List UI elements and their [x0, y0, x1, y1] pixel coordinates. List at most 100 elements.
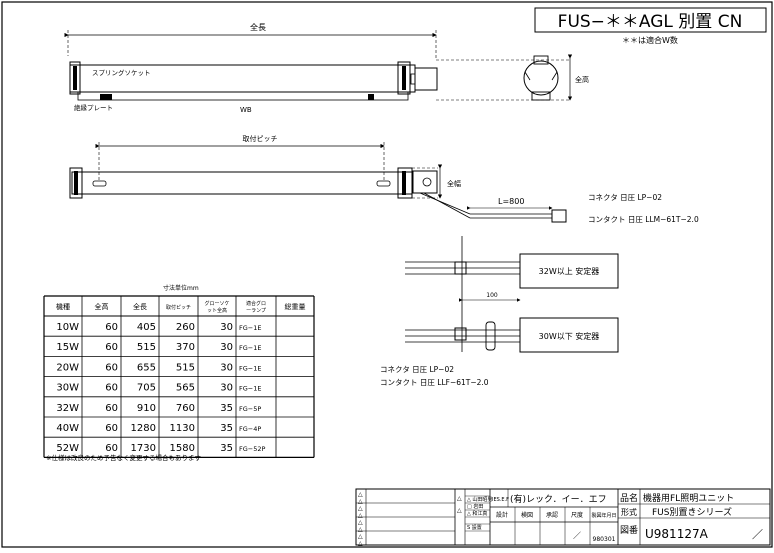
- revision-triangle: △: [358, 505, 363, 512]
- table-header-cont: ット全高: [207, 307, 227, 314]
- label-overall-height: 全高: [575, 75, 589, 84]
- table-header: 取付ピッチ: [166, 304, 191, 311]
- table-header: グローソケ: [204, 300, 229, 307]
- table-header: 適合グロ: [246, 300, 266, 307]
- revision-triangle: △: [358, 519, 363, 526]
- svg-text:形式: 形式: [621, 507, 637, 517]
- revision-triangle: △: [358, 498, 363, 505]
- table-cell: 655: [137, 362, 156, 373]
- label-spring-socket: スプリングソケット: [92, 68, 151, 77]
- date-value: 980301: [593, 536, 616, 543]
- table-header: 全高: [95, 302, 109, 311]
- svg-text:承認: 承認: [546, 511, 558, 519]
- table-cell: FG−1E: [239, 364, 261, 372]
- table-cell: 370: [176, 342, 195, 353]
- svg-text:製図年月日: 製図年月日: [591, 512, 616, 519]
- table-cell: FG−4P: [239, 425, 261, 433]
- table-cell: 1730: [131, 443, 156, 454]
- table-cell: 30: [220, 383, 233, 394]
- svg-text:△ 和江真: △ 和江真: [467, 510, 487, 517]
- table-cell: 20W: [56, 362, 79, 373]
- table-cell: 32W: [56, 403, 79, 414]
- end-view: 全高: [523, 54, 589, 101]
- table-header-cont: ーランプ: [246, 308, 266, 314]
- revision-triangle: △: [358, 533, 363, 540]
- table-cell: 910: [137, 403, 156, 414]
- table-cell: 35: [220, 443, 233, 454]
- svg-text:△ 山田昭男: △ 山田昭男: [467, 496, 492, 503]
- label-contact-bottom: コンタクト 日圧 LLF−61T−2.0: [380, 378, 489, 387]
- label-cable-length: L=800: [498, 197, 524, 206]
- table-cell: 35: [220, 403, 233, 414]
- table-header: 総重量: [285, 302, 306, 311]
- label-connector-top: コネクタ 日圧 LP−02: [588, 193, 662, 202]
- svg-text:S 設置: S 設置: [467, 524, 482, 531]
- svg-text:△: △: [457, 495, 462, 502]
- plan-view: 取付ピッチ 全幅 L=800 コネクタ 日圧 LP−02 コンタクト 日圧 LL…: [69, 134, 699, 224]
- table-cell: 15W: [56, 342, 79, 353]
- table-cell: 60: [105, 383, 118, 394]
- table-cell: 30: [220, 342, 233, 353]
- label-ballast-30w: 30W以下 安定器: [539, 331, 600, 341]
- label-overall-length: 全長: [250, 22, 266, 32]
- table-cell: 705: [137, 383, 156, 394]
- ballast-wiring: 32W以上 安定器 100 30W以下 安定器 コネクタ 日圧 LP−02 コン…: [380, 236, 619, 387]
- drawing-title: FUS−＊＊AGL 別置 CN: [558, 12, 743, 32]
- label-insulation-plate: 絶縁プレート: [74, 103, 113, 112]
- table-cell: 60: [105, 322, 118, 333]
- label-dim-100: 100: [486, 292, 498, 299]
- table-cell: 60: [105, 403, 118, 414]
- drawing-subtitle: ＊＊は適合W数: [622, 35, 678, 45]
- table-cell: 760: [176, 403, 195, 414]
- table-cell: 515: [176, 362, 195, 373]
- table-cell: 1580: [170, 443, 195, 454]
- table-cell: 30W: [56, 383, 79, 394]
- label-contact-top: コンタクト 日圧 LLM−61T−2.0: [588, 215, 699, 224]
- table-cell: FG−1E: [239, 324, 261, 332]
- revision-mark: ／: [752, 528, 763, 541]
- spec-table: 寸法単位mm 機種全高全長取付ピッチグローソケット全高適合グローランプ総重量10…: [43, 284, 315, 462]
- company-name: (有)レック．イー．エフ: [510, 493, 607, 505]
- table-cell: FG−1E: [239, 344, 261, 352]
- table-cell: FG−52P: [239, 445, 265, 453]
- table-cell: 60: [105, 423, 118, 434]
- table-cell: 60: [105, 362, 118, 373]
- svg-text:△: △: [457, 507, 462, 514]
- revision-triangle: △: [358, 512, 363, 519]
- label-ballast-32w: 32W以上 安定器: [539, 266, 600, 276]
- table-cell: 10W: [56, 322, 79, 333]
- table-cell: 405: [137, 322, 156, 333]
- svg-text:品名: 品名: [620, 492, 638, 504]
- svg-text:設計: 設計: [496, 511, 508, 519]
- table-header: 全長: [133, 302, 147, 311]
- revision-triangle: △: [358, 526, 363, 533]
- table-cell: 30: [220, 362, 233, 373]
- revision-triangle: △: [358, 540, 363, 547]
- label-mount-pitch: 取付ピッチ: [243, 134, 278, 143]
- title-box: [534, 7, 767, 33]
- drawing-number: U981127A: [645, 527, 709, 541]
- table-cell: 60: [105, 342, 118, 353]
- table-caption: 寸法単位mm: [163, 284, 199, 292]
- table-cell: 515: [137, 342, 156, 353]
- front-elevation-view: 全長 スプリングソケット 絶縁プレート WB: [64, 22, 570, 114]
- svg-text:図番: 図番: [620, 524, 638, 536]
- title-block: △ △ △ 山田昭男 □ 岩田 △ 和江真 S 設置 △△△△△△△△ IES.…: [355, 488, 771, 547]
- label-connector-bottom: コネクタ 日圧 LP−02: [380, 365, 454, 374]
- product-series: FUS別置きシリーズ: [652, 506, 732, 518]
- table-cell: 60: [105, 443, 118, 454]
- table-cell: 35: [220, 423, 233, 434]
- revision-triangle: △: [358, 491, 363, 498]
- label-wb: WB: [240, 106, 252, 114]
- table-cell: 30: [220, 322, 233, 333]
- table-cell: 260: [176, 322, 195, 333]
- svg-text:検図: 検図: [521, 511, 533, 519]
- table-cell: 1280: [131, 423, 156, 434]
- svg-text:尺度: 尺度: [571, 511, 583, 519]
- scale-value: ／: [573, 531, 581, 540]
- label-total-width: 全幅: [447, 179, 461, 188]
- table-cell: 52W: [56, 443, 79, 454]
